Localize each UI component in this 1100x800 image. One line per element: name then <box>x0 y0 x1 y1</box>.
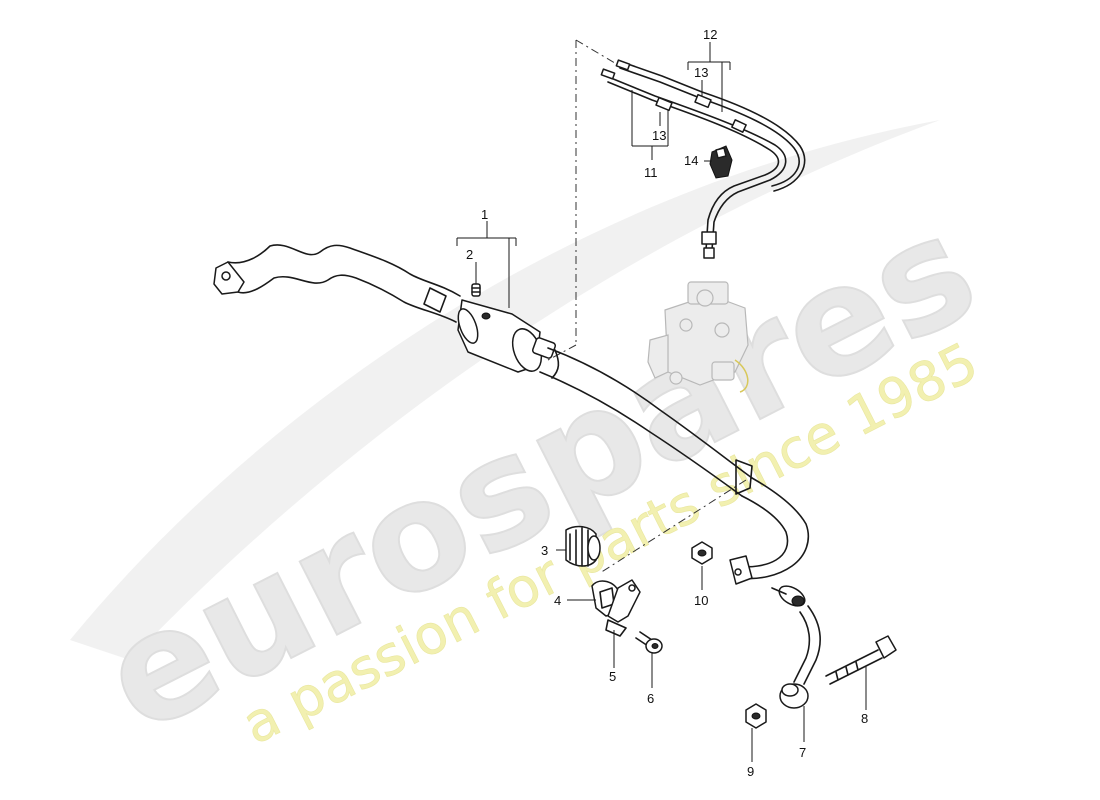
callouts: 1 2 3 4 5 6 7 8 9 10 11 12 13 13 14 <box>466 27 868 779</box>
callout-3: 3 <box>541 543 548 558</box>
alignment-lines <box>547 39 747 574</box>
bolt-long <box>825 635 897 685</box>
callout-6: 6 <box>647 691 654 706</box>
callout-13b: 13 <box>652 128 666 143</box>
callout-11: 11 <box>644 165 658 180</box>
watermark: eurospares a passion for parts since 198… <box>70 120 1002 768</box>
hydraulic-lines <box>600 59 806 259</box>
leader-lines <box>456 42 867 762</box>
callout-8: 8 <box>861 711 868 726</box>
callout-13a: 13 <box>694 65 708 80</box>
callout-10: 10 <box>694 593 708 608</box>
callout-9: 9 <box>747 764 754 779</box>
bar-bracket <box>591 579 641 637</box>
flange-nut <box>691 541 713 565</box>
watermark-swoosh <box>70 120 940 660</box>
callout-5: 5 <box>609 669 616 684</box>
hydraulic-valve-block <box>647 281 749 393</box>
callout-7: 7 <box>799 745 806 760</box>
callout-14: 14 <box>684 153 698 168</box>
drop-link <box>771 585 821 709</box>
callout-1: 1 <box>481 207 488 222</box>
stabilizer-bar <box>213 244 810 585</box>
callout-12: 12 <box>703 27 717 42</box>
line-clip <box>709 145 733 179</box>
vent-fitting <box>471 283 481 297</box>
bracket-bolt <box>635 631 663 654</box>
nut <box>745 703 767 729</box>
rubber-bushing <box>565 525 601 567</box>
callout-4: 4 <box>554 593 561 608</box>
callout-2: 2 <box>466 247 473 262</box>
